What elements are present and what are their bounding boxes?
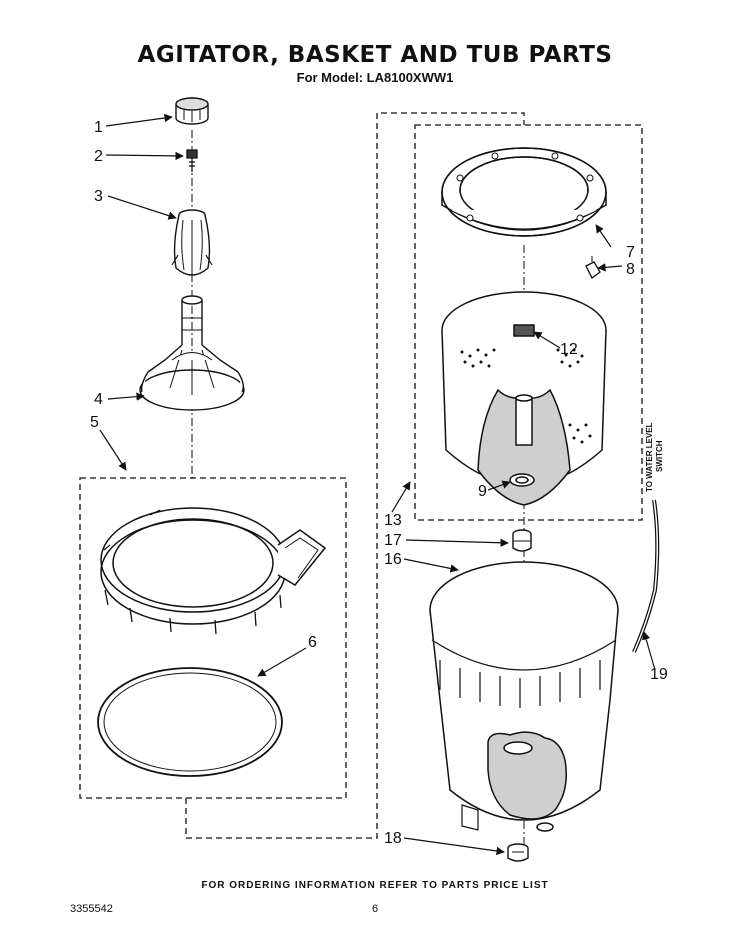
callout-6: 6 — [308, 634, 317, 651]
lower-agitator-part — [139, 295, 245, 411]
tub-seal-ring-part — [97, 667, 283, 777]
callout-16: 16 — [384, 551, 402, 568]
callout-2: 2 — [94, 148, 103, 165]
model-subtitle: For Model: LA8100XWW1 — [296, 70, 454, 85]
callout-7: 7 — [626, 244, 635, 261]
pressure-hose-part — [632, 499, 660, 653]
agitator-cap-part — [175, 97, 209, 125]
page-number: 6 — [372, 903, 379, 915]
water-level-switch-note: TO WATER LEVEL SWITCH — [645, 422, 664, 492]
callout-5: 5 — [90, 414, 99, 431]
tub-ring-part — [100, 507, 327, 635]
water-level-note-line1: TO WATER LEVEL — [645, 422, 654, 492]
drive-hub-part — [512, 529, 532, 552]
basket-group-box — [414, 124, 643, 521]
tub-bearing-part — [507, 843, 529, 862]
callout-3: 3 — [94, 188, 103, 205]
outer-tub-part — [429, 561, 619, 832]
spin-basket-part — [441, 291, 607, 506]
balance-ring-part — [441, 147, 607, 237]
callout-13: 13 — [384, 512, 402, 529]
callout-19: 19 — [650, 666, 668, 683]
callout-18: 18 — [384, 830, 402, 847]
callout-9: 9 — [478, 483, 487, 500]
callout-12: 12 — [560, 341, 578, 358]
callout-17: 17 — [384, 532, 402, 549]
document-number: 3355542 — [70, 903, 113, 915]
balance-ring-clip-part — [585, 256, 601, 279]
callout-4: 4 — [94, 391, 103, 408]
outer-tub-group-box — [79, 477, 347, 799]
page-title: AGITATOR, BASKET AND TUB PARTS — [137, 42, 613, 68]
upper-agitator-part — [171, 209, 213, 276]
assembly-connector-line — [185, 112, 525, 839]
callout-leaders — [99, 113, 656, 856]
callout-8: 8 — [626, 261, 635, 278]
agitator-bolt-part — [186, 149, 198, 172]
ordering-instruction: FOR ORDERING INFORMATION REFER TO PARTS … — [201, 880, 549, 891]
callout-1: 1 — [94, 119, 103, 136]
water-level-note-line2: SWITCH — [655, 440, 664, 472]
